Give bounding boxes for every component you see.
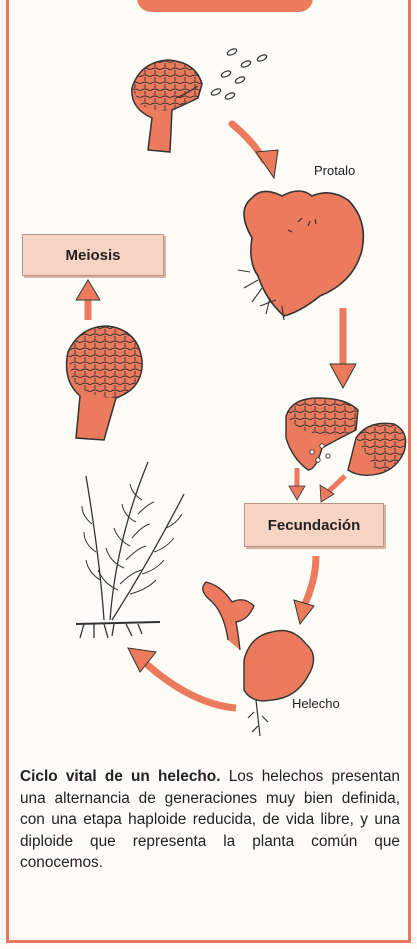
helecho-label: Helecho (292, 696, 340, 711)
arrow-to-helecho (294, 556, 316, 624)
protalo-illustration (238, 191, 363, 320)
adult-fern-illustration (76, 462, 184, 638)
spores-illustration (210, 48, 267, 101)
life-cycle-diagram (0, 0, 417, 760)
arrow-to-protalo (232, 124, 278, 178)
meiosis-label: Meiosis (22, 234, 164, 276)
sporangium-closed-illustration (67, 326, 143, 440)
sporangium-open-illustration (132, 60, 202, 152)
arrows-to-fecundacion (289, 468, 345, 502)
fecundacion-label: Fecundación (244, 503, 384, 547)
arrow-to-adult-fern (128, 648, 236, 708)
figure-caption: Ciclo vital de un helecho. Los helechos … (20, 766, 400, 874)
caption-title: Ciclo vital de un helecho. (20, 768, 220, 785)
arrow-to-meiosis (76, 280, 100, 320)
protalo-label: Protalo (314, 163, 355, 178)
arrow-down-right (330, 308, 356, 388)
antheridium-illustration (348, 423, 406, 475)
archegonium-illustration (286, 398, 358, 470)
